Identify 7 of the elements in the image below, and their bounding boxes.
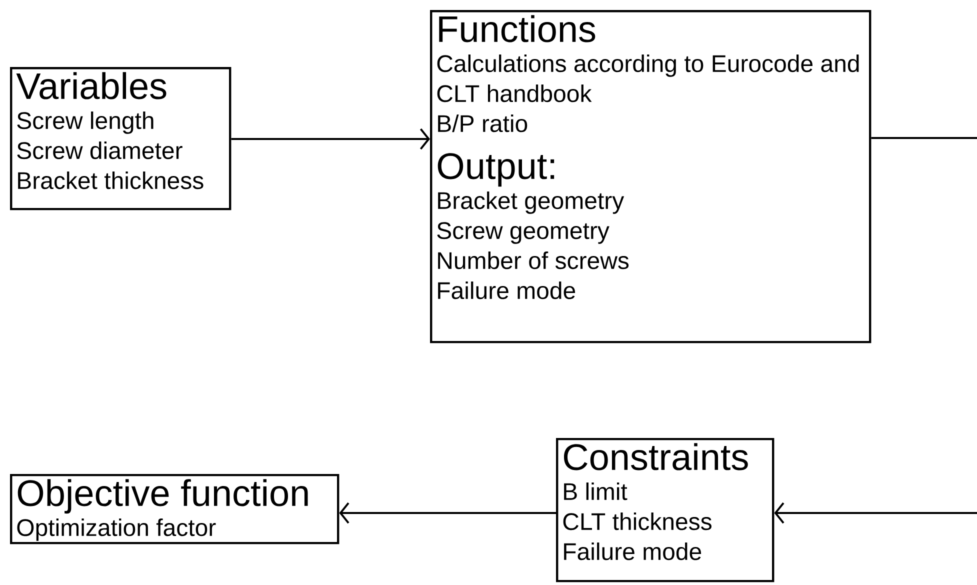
text-box: Constraints B limit CLT thickness Failure mode bbox=[556, 438, 774, 582]
text-box: Functions Calculations according to Eurocode and CLT handbook B/P ratio Output: Bracket geometry Screw geometry Number of screws Failure mode bbox=[430, 10, 872, 344]
arrow bbox=[339, 502, 556, 524]
text-box: Variables Screw length Screw diameter Bracket thickness bbox=[10, 67, 232, 210]
arrow bbox=[774, 502, 977, 524]
arrow bbox=[231, 128, 430, 150]
text-box: Objective function Optimization factor bbox=[10, 474, 340, 544]
